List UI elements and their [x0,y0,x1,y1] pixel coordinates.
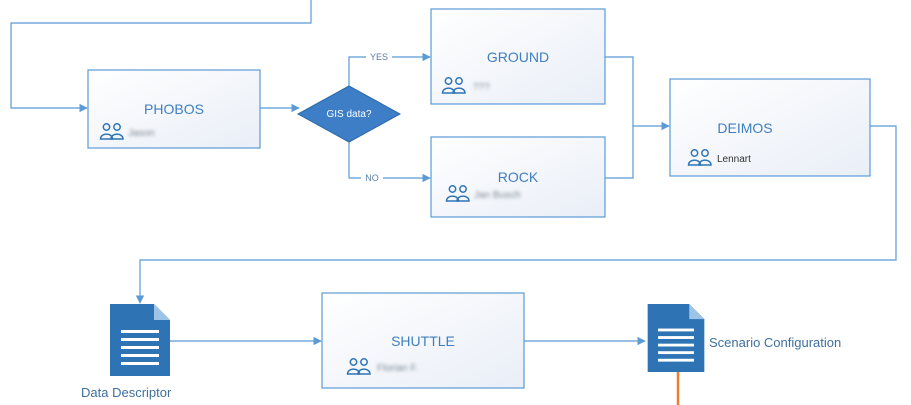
connector-decision-yes [348,52,431,86]
box-title: PHOBOS [144,101,204,117]
box-shuttle[interactable]: SHUTTLE Florian F. [321,292,525,389]
connector-ground-to-deimos [605,56,670,131]
connector-decision-no [348,142,431,183]
box-ground[interactable]: GROUND ??? [430,8,606,105]
connector-deimos-to-descriptor [135,125,897,304]
document-label: Scenario Configuration [709,335,841,350]
box-title: GROUND [487,49,549,65]
decision-label: GIS data? [326,109,371,120]
box-phobos[interactable]: PHOBOS Jason [87,69,261,149]
edge-labels: YES NO [361,51,392,184]
box-owner: Jan Busch [474,190,521,201]
box-title: DEIMOS [717,120,772,136]
document-icon [110,304,170,376]
document-scenario-configuration[interactable]: Scenario Configuration [647,304,842,372]
box-rock[interactable]: ROCK Jan Busch [430,136,606,218]
connector-top-to-phobos [10,0,312,113]
box-title: SHUTTLE [391,333,455,349]
document-icon [647,304,705,372]
connectors [10,0,897,405]
document-label: Data Descriptor [81,385,172,400]
box-owner: Lennart [717,154,751,165]
decision-gis-data[interactable]: GIS data? [296,85,402,143]
edge-label-no: NO [365,173,379,183]
edge-label-yes: YES [370,52,388,62]
document-data-descriptor[interactable]: Data Descriptor [81,304,172,400]
box-title: ROCK [498,169,539,185]
connector-rock-to-deimos [605,126,634,179]
box-owner: ??? [473,82,490,93]
box-owner: Florian F. [377,363,418,374]
box-owner: Jason [128,128,155,139]
box-deimos[interactable]: DEIMOS Lennart [669,78,871,177]
